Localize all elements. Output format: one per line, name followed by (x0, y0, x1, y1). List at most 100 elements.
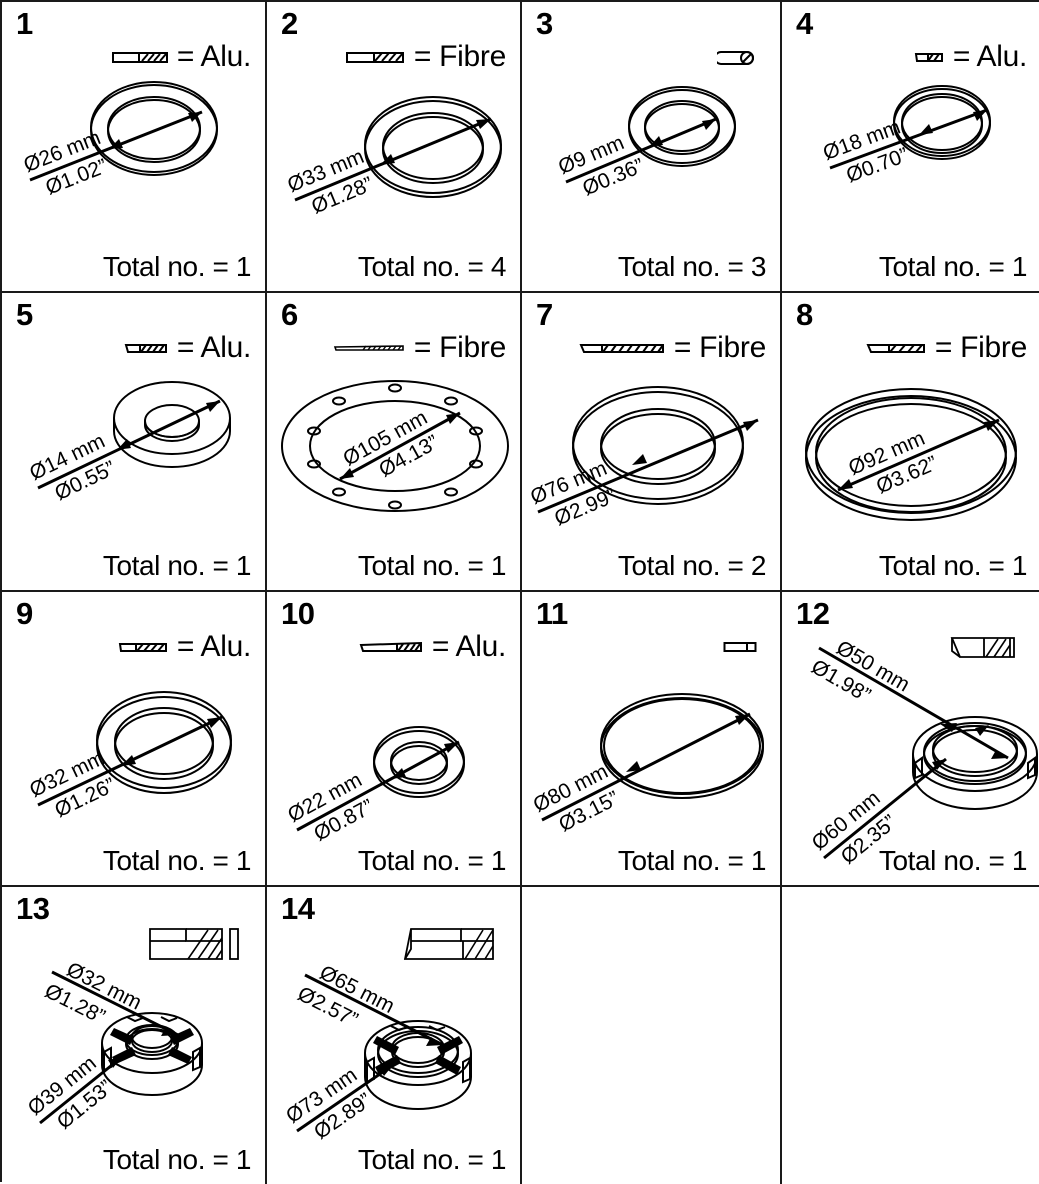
total-count-label: Total no. = 1 (102, 1144, 252, 1175)
flat-washer-section-icon (345, 48, 405, 66)
dimension-text: Ø18 mm Ø0.70” (820, 115, 911, 187)
svg-text:Ø2.99”: Ø2.99” (551, 484, 619, 530)
dimension-text: Ø80 mm Ø3.15” (530, 760, 623, 837)
svg-text:Ø2.57”: Ø2.57” (294, 982, 362, 1032)
svg-text:Ø60 mm: Ø60 mm (808, 786, 885, 855)
part-cell-4[interactable]: 4 = Alu. (782, 2, 1039, 293)
cell-index: 8 (796, 297, 813, 332)
svg-text:Ø105 mm: Ø105 mm (339, 406, 431, 471)
svg-text:Ø65 mm: Ø65 mm (316, 961, 398, 1018)
dimension-text: Ø92 mm Ø3.62” (845, 427, 941, 499)
material-legend: = Alu. (111, 40, 251, 74)
svg-text:Ø3.15”: Ø3.15” (555, 787, 623, 837)
dimension-text: Ø73 mm Ø2.89” (282, 1063, 376, 1144)
plain-bar-section-icon (723, 641, 757, 653)
dimension-text: Ø76 mm Ø2.99” (527, 457, 619, 531)
svg-text:Ø1.26”: Ø1.26” (51, 774, 119, 822)
part-cell-14[interactable]: 14 (267, 887, 522, 1184)
material-label: = Alu. (176, 630, 251, 663)
cell-index: 10 (281, 596, 315, 631)
flat-washer-section-icon (914, 50, 944, 64)
material-legend: = Alu. (118, 630, 251, 664)
svg-text:Ø0.87”: Ø0.87” (310, 795, 377, 846)
svg-text:Ø80 mm: Ø80 mm (530, 760, 612, 817)
cell-index: 7 (536, 297, 553, 332)
total-count-label: Total no. = 1 (878, 550, 1028, 581)
part-cell-11[interactable]: 11 Ø80 mm (522, 592, 782, 887)
cell-index: 3 (536, 6, 553, 41)
part-cell-10[interactable]: 10 = Alu. (267, 592, 522, 887)
total-count-label: Total no. = 1 (102, 845, 252, 876)
part-cell-9[interactable]: 9 = Alu. (2, 592, 267, 887)
flat-washer-section-icon (124, 341, 168, 355)
dimension-text: Ø32 mm Ø1.26” (26, 746, 119, 822)
svg-text:Ø92 mm: Ø92 mm (845, 427, 928, 480)
flat-washer-section-icon (357, 640, 423, 654)
material-label: = Fibre (934, 331, 1027, 364)
material-legend: = Alu. (357, 630, 506, 664)
svg-text:Ø1.28”: Ø1.28” (308, 173, 376, 219)
svg-text:Ø32 mm: Ø32 mm (63, 958, 145, 1015)
svg-text:Ø3.62”: Ø3.62” (873, 452, 941, 499)
dimension-text: Ø50 mm Ø1.98” (807, 636, 913, 707)
svg-text:Ø73 mm: Ø73 mm (282, 1063, 361, 1128)
cell-index: 2 (281, 6, 298, 41)
material-legend: = Fibre (579, 331, 766, 365)
svg-text:Ø32 mm: Ø32 mm (26, 746, 109, 802)
svg-text:Ø14 mm: Ø14 mm (26, 429, 109, 485)
total-count-label: Total no. = 1 (357, 1144, 507, 1175)
dimension-text: Ø22 mm Ø0.87” (284, 768, 378, 846)
total-count-label: Total no. = 1 (878, 251, 1028, 282)
total-count-label: Total no. = 1 (102, 550, 252, 581)
flat-washer-section-icon (579, 341, 665, 355)
dimension-text: Ø33 mm Ø1.28” (284, 145, 376, 219)
dimension-text: Ø26 mm Ø1.02” (21, 126, 111, 199)
material-label: = Alu. (176, 40, 251, 73)
dimension-text: Ø14 mm Ø0.55” (26, 429, 119, 505)
part-cell-2[interactable]: 2 = Fibre (267, 2, 522, 293)
svg-text:Ø1.98”: Ø1.98” (807, 655, 874, 707)
part-cell-empty-16 (782, 887, 1039, 1184)
cell-index: 9 (16, 596, 33, 631)
part-cell-6[interactable]: 6 = Fibre (267, 293, 522, 592)
cell-index: 14 (281, 891, 315, 926)
material-label: = Alu. (176, 331, 251, 364)
material-legend: = Fibre (866, 331, 1027, 365)
part-cell-3[interactable]: 3 (522, 2, 782, 293)
material-legend (723, 630, 766, 664)
o-ring-cord-section-icon (717, 47, 757, 67)
svg-text:Ø76 mm: Ø76 mm (527, 457, 610, 509)
cell-index: 4 (796, 6, 813, 41)
dimension-text: Ø65 mm Ø2.57” (294, 961, 398, 1032)
stepped-tapered-seal-section-icon (401, 921, 497, 963)
material-label: = Fibre (413, 40, 506, 73)
svg-text:Ø9 mm: Ø9 mm (555, 131, 627, 179)
cell-index: 11 (536, 596, 568, 631)
total-count-label: Total no. = 1 (878, 845, 1028, 876)
material-label: = Alu. (952, 40, 1027, 73)
svg-text:Ø0.70”: Ø0.70” (843, 143, 911, 187)
svg-text:Ø1.53”: Ø1.53” (53, 1076, 117, 1134)
svg-text:Ø26 mm: Ø26 mm (21, 126, 104, 177)
dimension-text: Ø32 mm Ø1.28” (41, 958, 145, 1029)
part-cell-8[interactable]: 8 = Fibre (782, 293, 1039, 592)
total-count-label: Total no. = 1 (357, 550, 507, 581)
part-cell-1[interactable]: 1 = Alu. (2, 2, 267, 293)
cell-index: 5 (16, 297, 33, 332)
svg-text:Ø0.55”: Ø0.55” (51, 457, 119, 505)
part-cell-5[interactable]: 5 = Alu. (2, 293, 267, 592)
part-cell-12[interactable]: 12 (782, 592, 1039, 887)
material-legend: = Alu. (914, 40, 1027, 74)
cell-index: 6 (281, 297, 298, 332)
svg-text:Ø1.28”: Ø1.28” (41, 979, 109, 1028)
svg-text:Ø2.89”: Ø2.89” (310, 1089, 376, 1144)
part-cell-7[interactable]: 7 = Fibre (522, 293, 782, 592)
material-legend (146, 925, 251, 960)
svg-text:Ø18 mm: Ø18 mm (820, 115, 903, 165)
material-legend: = Fibre (333, 331, 506, 365)
svg-text:Ø0.36”: Ø0.36” (579, 154, 647, 200)
total-count-label: Total no. = 3 (617, 251, 767, 282)
total-count-label: Total no. = 1 (102, 251, 252, 282)
svg-text:Ø4.13”: Ø4.13” (375, 431, 442, 482)
part-cell-13[interactable]: 13 (2, 887, 267, 1184)
